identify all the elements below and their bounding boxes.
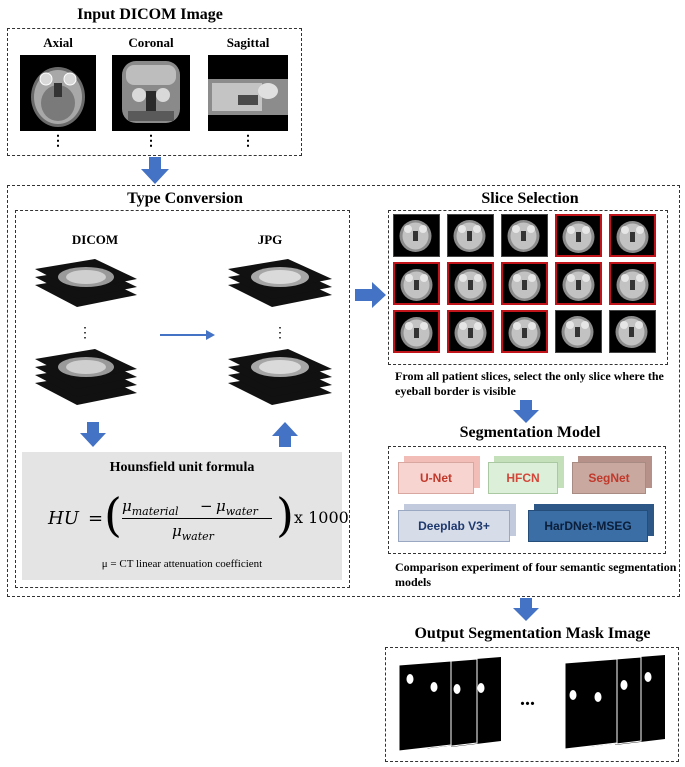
slice-thumbnail <box>393 214 440 257</box>
type-conversion-panel <box>15 210 350 588</box>
axial-ct-image <box>20 55 96 131</box>
jpg-slice-stack: ⋮ <box>228 259 332 405</box>
segmentation-title: Segmentation Model <box>459 424 601 441</box>
formula-footnote: μ = CT linear attenuation coefficient <box>101 558 263 570</box>
output-panel <box>385 647 679 762</box>
slice-thumbnail <box>447 214 494 257</box>
slice-thumbnail <box>609 310 656 353</box>
coronal-ellipsis: ⋮ <box>144 134 158 149</box>
coronal-ct-image <box>112 55 190 131</box>
model-hfcn: HFCN <box>488 462 558 494</box>
model-hardnet: HarDNet-MSEG <box>528 510 648 542</box>
dicom-label: DICOM <box>71 232 119 247</box>
slice-thumbnail <box>555 310 602 353</box>
selected-slice-thumbnail <box>501 310 548 353</box>
slice-selection-caption: From all patient slices, select the only… <box>395 369 664 398</box>
arrow-down-input <box>141 157 169 184</box>
model-unet: U-Net <box>398 462 474 494</box>
dicom-slice-stack: ⋮ <box>35 259 137 405</box>
hu-formula: HU = ( μmaterial − μwater μwater ) x 100… <box>48 488 349 543</box>
selected-slice-thumbnail <box>447 310 494 353</box>
type-conversion-title: Type Conversion <box>127 190 243 207</box>
model-deeplab: Deeplab V3+ <box>398 510 510 542</box>
selected-slice-thumbnail <box>609 262 656 305</box>
formula-lhs: HU <box>48 508 79 529</box>
view-label-coronal: Coronal <box>128 35 174 50</box>
selected-slice-thumbnail <box>555 214 602 257</box>
conversion-arrow <box>160 330 215 340</box>
sagittal-ellipsis: ⋮ <box>241 134 255 149</box>
formula-num-b: μwater <box>216 497 258 518</box>
view-label-sagittal: Sagittal <box>226 35 270 50</box>
jpg-label: JPG <box>257 232 283 247</box>
slice-thumbnail <box>501 214 548 257</box>
view-label-axial: Axial <box>43 35 73 50</box>
axial-ellipsis: ⋮ <box>51 134 65 149</box>
slice-selection-title: Slice Selection <box>481 190 579 207</box>
output-title: Output Segmentation Mask Image <box>414 625 651 642</box>
process-panel <box>7 185 680 597</box>
selected-slice-thumbnail <box>447 262 494 305</box>
formula-den: μwater <box>172 522 214 543</box>
output-ellipsis: ... <box>520 688 535 710</box>
selected-slice-thumbnail <box>555 262 602 305</box>
arrow-up-from-formula <box>272 422 298 447</box>
input-title: Input DICOM Image <box>77 6 223 23</box>
formula-box <box>22 452 342 580</box>
slice-selection-panel <box>388 210 668 365</box>
input-panel <box>7 28 302 156</box>
selected-slice-thumbnail <box>393 310 440 353</box>
segmentation-caption: Comparison experiment of four semantic s… <box>395 560 677 589</box>
svg-text:⋮: ⋮ <box>78 325 92 341</box>
output-mask-stacks <box>398 655 665 752</box>
selected-slice-thumbnail <box>501 262 548 305</box>
formula-title: Hounsfield unit formula <box>109 460 255 475</box>
formula-mult: x 1000 <box>294 508 349 527</box>
selected-slice-thumbnail <box>609 214 656 257</box>
segmentation-panel <box>388 446 666 554</box>
slice-grid <box>393 214 665 360</box>
arrow-down-to-output <box>513 598 539 621</box>
sagittal-ct-image <box>208 55 288 131</box>
svg-text:⋮: ⋮ <box>273 325 287 341</box>
arrow-down-to-segmentation <box>513 400 539 423</box>
formula-num-a: μmaterial <box>122 497 179 518</box>
model-segnet: SegNet <box>572 462 646 494</box>
arrow-right-to-selection <box>355 282 386 308</box>
arrow-down-to-formula <box>80 422 106 447</box>
selected-slice-thumbnail <box>393 262 440 305</box>
